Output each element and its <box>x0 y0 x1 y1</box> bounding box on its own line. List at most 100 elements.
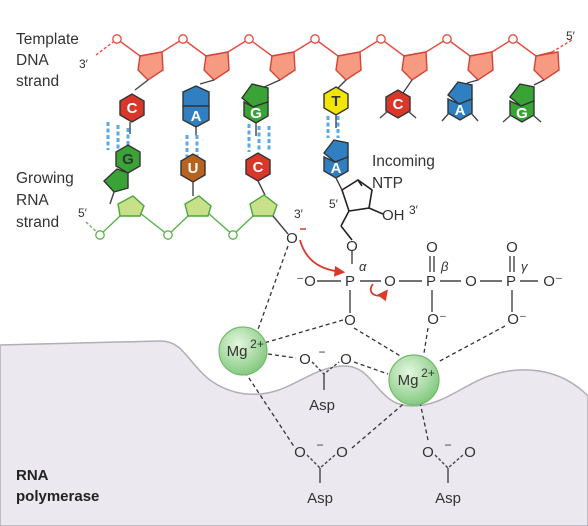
template-strand-label: Template DNA strand <box>16 31 79 90</box>
rna-base-2: U <box>180 153 206 196</box>
template-base-3: G <box>241 83 269 136</box>
phosphate-o-minus: O⁻ <box>543 273 563 290</box>
template-base-1: C <box>119 93 145 134</box>
svg-text:−: − <box>316 438 323 452</box>
template-bases: C A G T C A <box>119 81 542 136</box>
phosphate-o-minus: ⁻O <box>296 273 316 290</box>
dna-phosphate <box>310 34 320 44</box>
incoming-ntp: A <box>323 139 384 264</box>
dna-phosphate <box>442 34 452 44</box>
rna-3-oxygen: O <box>286 230 298 247</box>
enzyme-label: RNA polymerase <box>16 467 99 505</box>
template-base-4: T <box>323 86 349 128</box>
rna-base-label: G <box>122 151 134 168</box>
dna-sugar <box>467 51 494 81</box>
template-base-6: A <box>441 81 479 122</box>
svg-text:O: O <box>336 444 348 461</box>
mg-symbol: Mg <box>227 343 248 360</box>
dna-phosphate <box>508 34 518 44</box>
dna-sugar <box>401 51 428 81</box>
phosphate-o: O <box>346 238 358 255</box>
svg-text:Growing: Growing <box>16 170 74 187</box>
rna-sugar <box>117 195 145 217</box>
rna-sugar <box>184 195 212 217</box>
nucleophilic-attack-arrow <box>299 239 346 277</box>
rna-phosphate <box>95 230 105 240</box>
svg-text:DNA: DNA <box>16 52 49 69</box>
svg-text:Template: Template <box>16 31 79 48</box>
rna-sugar <box>249 194 278 217</box>
template-base-7: G <box>502 83 542 123</box>
ntp-oh: OH <box>382 207 405 224</box>
rna-bases: G U C <box>103 144 271 205</box>
dna-sugar <box>137 51 164 81</box>
mg-ion-2: Mg 2+ <box>388 354 440 406</box>
mg-ion-1: Mg 2+ <box>218 326 268 376</box>
rna-base-label: U <box>188 160 199 177</box>
aspartate-3: O O − Asp <box>422 438 476 507</box>
svg-text:polymerase: polymerase <box>16 488 99 505</box>
gamma-label: γ <box>521 259 529 274</box>
template-base-label: C <box>393 96 404 113</box>
template-dna-strand <box>95 34 573 94</box>
rna-3-prime: 3′ <box>294 207 304 221</box>
coordination-bonds <box>244 245 506 449</box>
rna-5-prime: 5′ <box>78 206 88 220</box>
enzyme-surface <box>0 340 588 526</box>
rna-phosphate <box>228 230 238 240</box>
growing-rna-strand <box>85 194 289 240</box>
aspartate-2: O O − Asp <box>294 438 348 507</box>
dna-sugar <box>335 51 362 81</box>
template-base-5: C <box>379 89 417 119</box>
template-base-label: A <box>455 102 466 119</box>
svg-text:strand: strand <box>16 73 59 90</box>
dna-sugar <box>533 51 560 81</box>
beta-label: β <box>440 259 449 274</box>
asp-label: Asp <box>435 490 461 507</box>
phosphate-o-minus: O⁻ <box>427 311 447 328</box>
asp-label: Asp <box>309 397 335 414</box>
dna-phosphate <box>178 34 188 44</box>
template-base-label: G <box>250 105 262 122</box>
template-base-label: C <box>127 100 138 117</box>
phosphate-o-bridge: O <box>384 273 396 290</box>
growing-rna-label: Growing RNA strand <box>16 170 74 231</box>
svg-text:RNA: RNA <box>16 192 49 209</box>
template-3-prime: 3′ <box>79 57 89 71</box>
dna-phosphate <box>376 34 386 44</box>
phosphate-p-gamma: P <box>506 273 516 290</box>
dna-phosphate <box>244 34 254 44</box>
svg-text:O: O <box>464 444 476 461</box>
ntp-5-prime: 5′ <box>329 197 339 211</box>
phosphate-o-minus: O⁻ <box>507 311 527 328</box>
template-5-prime: 5′ <box>566 29 576 43</box>
mg-charge: 2+ <box>250 337 264 351</box>
rna-base-label: C <box>253 159 264 176</box>
hydrogen-bonds <box>106 116 340 157</box>
rna-base-1: G <box>103 144 141 205</box>
phosphate-o: O <box>506 239 518 256</box>
phosphate-p-alpha: P <box>345 273 355 290</box>
dna-sugar <box>269 51 296 81</box>
phosphate-o: O <box>426 239 438 256</box>
template-base-label: T <box>331 93 340 110</box>
triphosphate: O ⁻O P α O O O P β O⁻ O O P γ O⁻ O⁻ <box>296 238 563 329</box>
svg-text:O: O <box>299 351 311 368</box>
svg-text:NTP: NTP <box>372 175 403 192</box>
svg-text:O: O <box>340 351 352 368</box>
rna-phosphate <box>163 230 173 240</box>
ntp-oh-prime: 3′ <box>409 203 419 217</box>
phosphate-p-beta: P <box>426 273 436 290</box>
asp-label: Asp <box>307 490 333 507</box>
svg-text:strand: strand <box>16 214 59 231</box>
svg-text:RNA: RNA <box>16 467 49 484</box>
alpha-label: α <box>359 259 367 274</box>
template-base-label: G <box>516 105 528 122</box>
incoming-ntp-label: Incoming NTP <box>372 153 435 192</box>
svg-text:Incoming: Incoming <box>372 153 435 170</box>
incoming-base-label: A <box>331 160 342 177</box>
svg-text:O: O <box>422 444 434 461</box>
phosphate-o-bridge: O <box>465 273 477 290</box>
mg-symbol: Mg <box>398 372 419 389</box>
